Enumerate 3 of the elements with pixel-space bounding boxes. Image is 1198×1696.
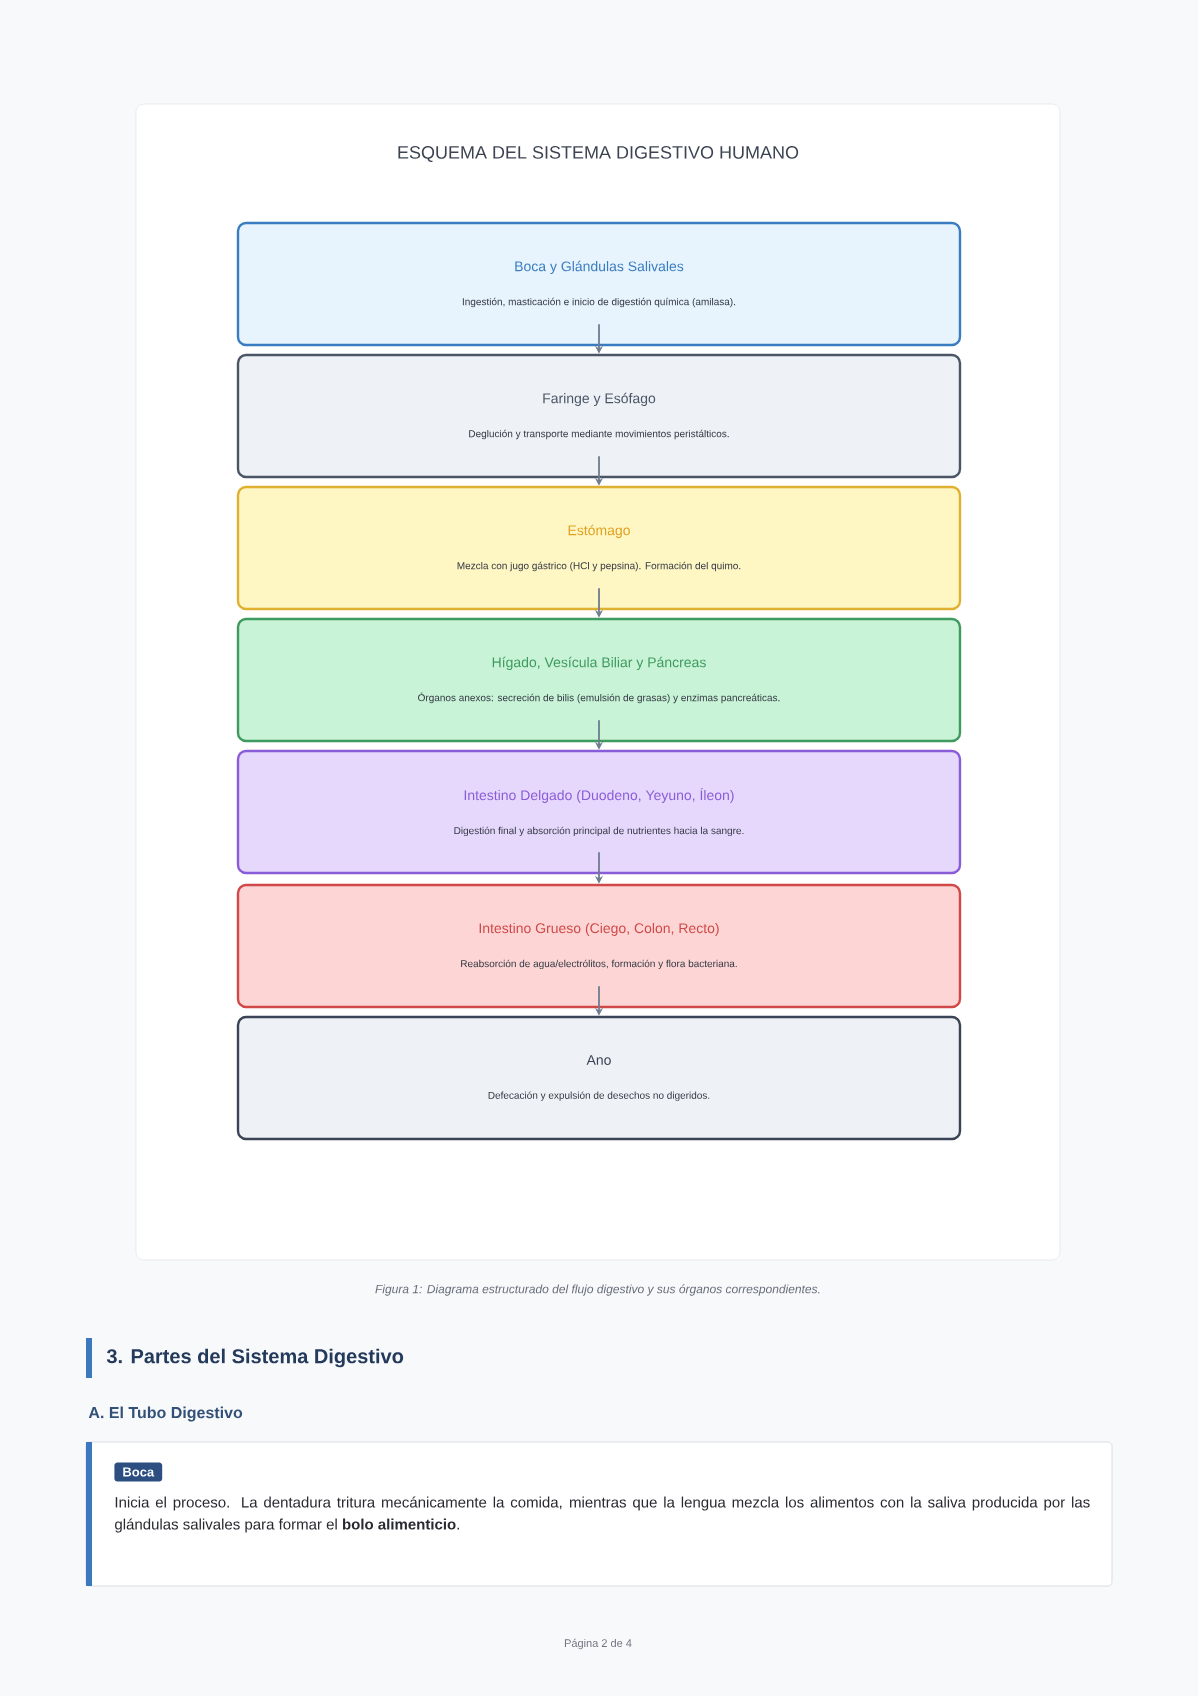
subsection-heading: A. El Tubo Digestivo (88, 1406, 243, 1422)
diagram-title: ESQUEMA DEL SISTEMA DIGESTIVO HUMANO (398, 146, 799, 162)
section-heading: 3. Partes del Sistema Digestivo (106, 1348, 404, 1368)
